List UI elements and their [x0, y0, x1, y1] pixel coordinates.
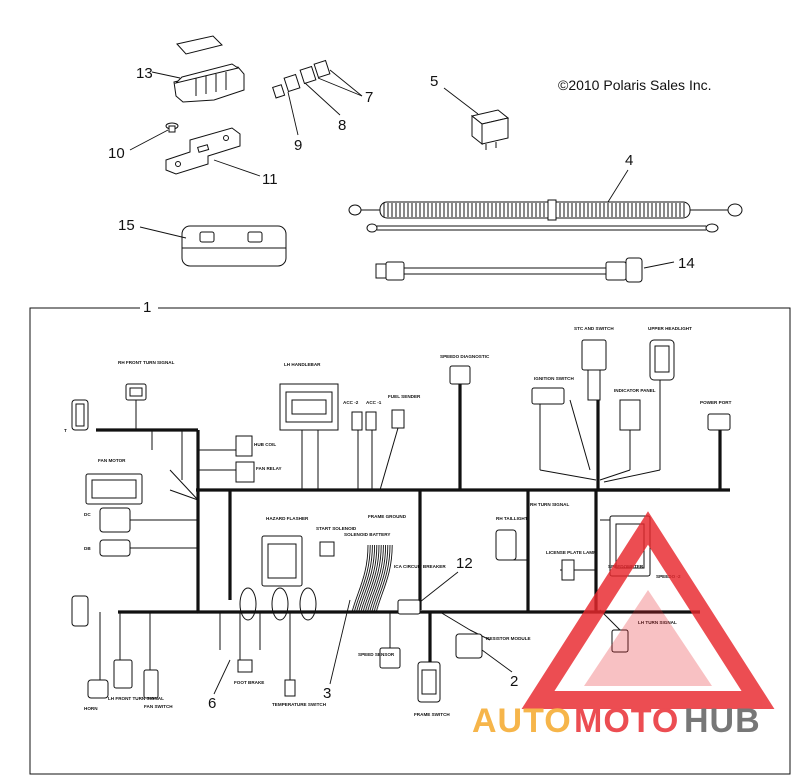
label-db: DB: [84, 546, 91, 551]
label-rh-front-turn-signal: RH FRONT TURN SIGNAL: [118, 360, 175, 365]
connector-indicator-panel: [619, 399, 641, 431]
label-start-solenoid: START SOLENOID: [316, 526, 357, 531]
connector-upper-headlight: [649, 339, 675, 381]
label-speedo-diagnostic: SPEEDO DIAGNOSTIC: [440, 354, 490, 359]
part-15-ferrite: [181, 225, 287, 267]
connector-circuit-breaker: [397, 599, 421, 615]
label-lh-turn-signal: LH TURN SIGNAL: [638, 620, 677, 625]
callout-14: 14: [678, 255, 695, 272]
label-hazard-flasher: HAZARD FLASHER: [266, 516, 309, 521]
callout-7: 7: [365, 89, 373, 106]
label-power-port: POWER PORT: [700, 400, 732, 405]
callout-13: 13: [136, 65, 153, 82]
callout-2: 2: [510, 673, 518, 690]
harness-frame: [29, 307, 791, 775]
connector-speedo-diagnostic: [449, 365, 471, 385]
part-13-fuse-block: [173, 35, 245, 103]
connector-license-lamp: [561, 559, 575, 581]
label-temperature-switch: TEMPERATURE SWITCH: [272, 702, 327, 707]
connector-t-left: [71, 399, 89, 431]
connector-dc: [99, 507, 131, 533]
label-foot-brake: FOOT BRAKE: [234, 680, 264, 685]
connector-start-solenoid: [319, 541, 335, 557]
watermark-moto: MOTO: [574, 702, 679, 740]
callout-8: 8: [338, 117, 346, 134]
callout-1: 1: [143, 299, 151, 316]
callout-10: 10: [108, 145, 125, 162]
connector-rh-taillight: [495, 529, 517, 561]
connector-db: [99, 539, 131, 557]
label-resistor-module: RESISTOR MODULE: [486, 636, 531, 641]
label-indicator-panel: INDICATOR PANEL: [614, 388, 656, 393]
label-ica-circuit-breaker: ICA CIRCUIT BREAKER: [394, 564, 446, 569]
watermark-hub: HUB: [684, 702, 761, 740]
connector-fan-relay: [235, 461, 255, 483]
connector-foot-brake: [237, 659, 253, 673]
label-lh-handlebar: LH HANDLEBAR: [284, 362, 321, 367]
label-rh-taillight: RH TAILLIGHT: [496, 516, 528, 521]
label-upper-headlight: UPPER HEADLIGHT: [648, 326, 692, 331]
label-dc: DC: [84, 512, 91, 517]
callout-9: 9: [294, 137, 302, 154]
part-10-screw: [165, 122, 179, 133]
connector-power-port: [707, 413, 731, 431]
label-horn: HORN: [84, 706, 98, 711]
label-acc1: ACC -1: [366, 400, 382, 405]
parts-7-8-9-fuses: [272, 59, 331, 99]
label-ignition-switch: IGNITION SWITCH: [534, 376, 574, 381]
connector-rh-front-turn: [125, 383, 147, 401]
connector-speed-sensor: [379, 647, 401, 669]
label-fan-switch: FAN SWITCH: [144, 704, 173, 709]
connector-lh-front-turn: [113, 659, 133, 689]
wire-bundle: [351, 544, 393, 613]
part-4-battery-cables: [348, 199, 743, 233]
label-solenoid-battery: SOLENOID BATTERY: [344, 532, 390, 537]
connector-fan-motor: [85, 473, 143, 505]
label-rh-turn-signal: RH TURN SIGNAL: [530, 502, 569, 507]
connector-resistor-module: [455, 633, 483, 659]
label-license-plate-lamp: LICENSE PLATE LAMP: [546, 550, 596, 555]
part-5-relay: [470, 109, 510, 150]
connector-hub-coil: [235, 435, 253, 457]
connector-temperature-switch: [284, 679, 296, 697]
connector-acc: [351, 411, 377, 431]
connector-lh-handlebar: [279, 383, 339, 431]
label-frame-switch: FRAME SWITCH: [414, 712, 450, 717]
connector-ignition-switch: [531, 387, 565, 405]
callout-5: 5: [430, 73, 438, 90]
copyright-text: ©2010 Polaris Sales Inc.: [558, 77, 712, 93]
label-speed-sensor: SPEED SENSOR: [358, 652, 395, 657]
connector-fan-switch: [143, 669, 159, 699]
label-stc-switch: STC AND SWITCH: [574, 326, 614, 331]
watermark-triangle: [521, 511, 775, 709]
watermark-triangle-inner: [584, 590, 712, 686]
callout-4: 4: [625, 152, 633, 169]
label-frame-ground: FRAME GROUND: [368, 514, 407, 519]
part-14-extension-harness: [375, 257, 643, 283]
label-fuel-sender: FUEL SENDER: [388, 394, 421, 399]
connector-t-left-lower: [71, 595, 89, 627]
label-t-upper: T: [64, 428, 67, 433]
callout-6: 6: [208, 695, 216, 712]
watermark-auto: AUTO: [472, 702, 572, 740]
callout-12: 12: [456, 555, 473, 572]
harness-branches: [99, 380, 661, 680]
connector-main-ecu: [239, 535, 317, 621]
callout-15: 15: [118, 217, 135, 234]
connector-stc-switch: [581, 339, 607, 401]
connector-lh-turn-signal: [611, 629, 629, 653]
connector-fuel-sender: [391, 409, 405, 429]
connector-horn: [87, 679, 109, 699]
label-acc2: ACC -2: [343, 400, 359, 405]
callout-3: 3: [323, 685, 331, 702]
callout-11: 11: [262, 171, 278, 188]
label-fan-relay: FAN RELAY: [256, 466, 282, 471]
connector-frame-switch: [417, 661, 441, 703]
label-fan-motor: FAN MOTOR: [98, 458, 126, 463]
part-11-bracket: [165, 127, 241, 175]
label-lh-front-turn-signal: LH FRONT TURN SIGNAL: [108, 696, 164, 701]
watermark-logo: AUTO MOTO HUB: [472, 511, 775, 740]
label-hub-coil: HUB COIL: [254, 442, 276, 447]
